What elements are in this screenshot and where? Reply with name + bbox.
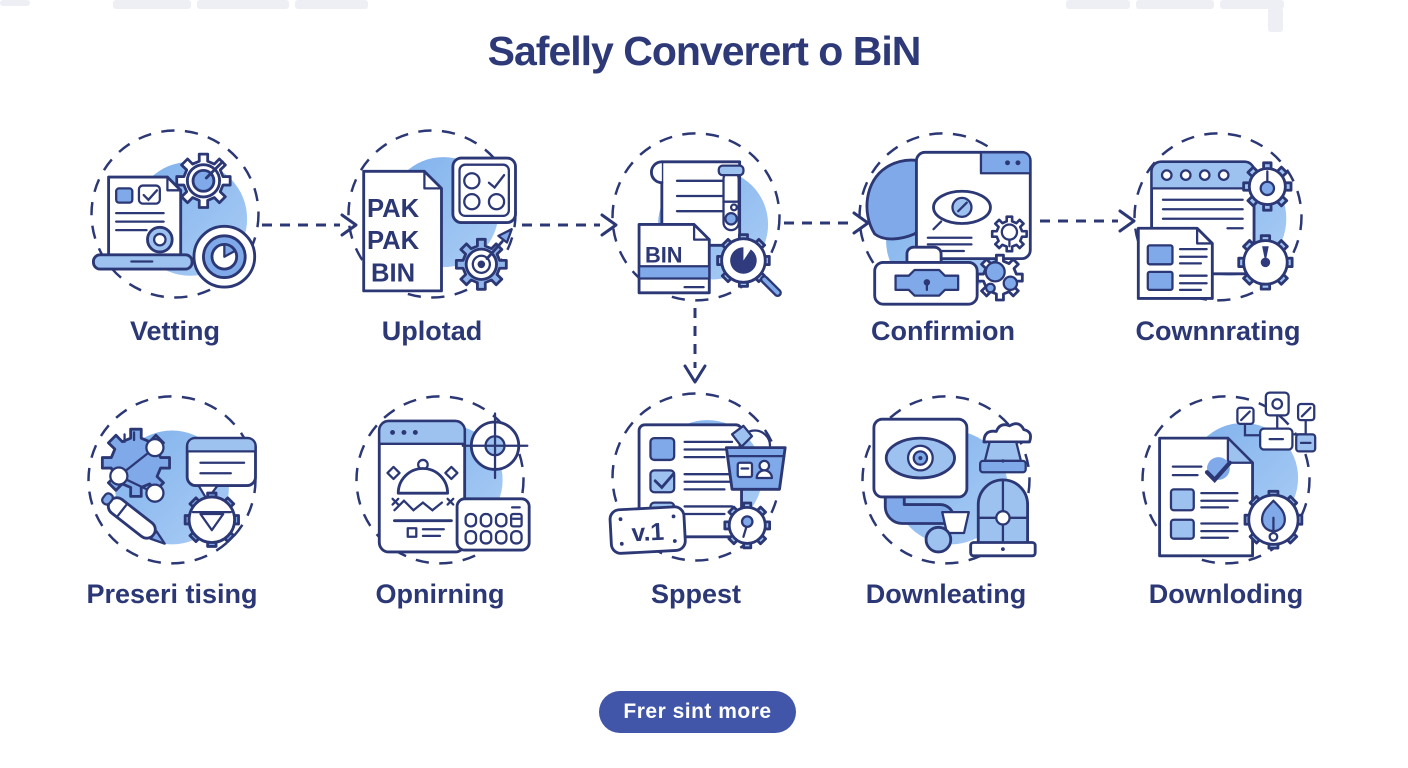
advertising-icon	[87, 395, 257, 565]
gear-gauge-icon	[1237, 234, 1293, 290]
cropped-text-remnant	[113, 0, 191, 9]
cropped-text-remnant	[1066, 0, 1130, 9]
step-label: Preseri tising	[86, 579, 258, 609]
phone-app-icon	[377, 419, 467, 554]
step-label: Vetting	[129, 316, 220, 346]
gauge-icon	[192, 224, 257, 289]
keypad-icon	[455, 497, 531, 552]
step-vetting: Vetting	[55, 122, 295, 345]
step-label: Opnirning	[375, 579, 505, 609]
test-tube-icon	[717, 164, 745, 232]
step-label: Sppest	[650, 579, 742, 609]
svg-text:v.1: v.1	[631, 519, 665, 548]
checklist-doc-icon	[1158, 436, 1254, 558]
step-downloading: Downloding	[1106, 385, 1346, 608]
arrow-right-icon	[784, 211, 870, 235]
gear-tool-icon	[455, 228, 513, 291]
page-title: Safelly Converert o BiN	[487, 28, 922, 74]
step-label: Confirmion	[871, 316, 1015, 346]
handset-icon	[979, 422, 1032, 474]
svg-text:PAK: PAK	[367, 195, 420, 223]
step-suggest: v.1 Sppest	[576, 385, 816, 608]
cropped-text-remnant	[1220, 0, 1284, 9]
step-label: Uplotad	[381, 316, 483, 346]
pen-icon	[101, 492, 166, 545]
upload-icon: PAK PAK BIN	[347, 129, 517, 299]
step-advertising: Preseri tising	[52, 385, 292, 608]
pak-bin-file-icon: PAK PAK BIN	[362, 169, 443, 293]
arrow-right-icon	[1040, 209, 1136, 233]
small-gear-icon	[991, 216, 1028, 252]
funnel-gear-icon	[184, 492, 240, 548]
find-out-more-button[interactable]: Frer sint more	[599, 691, 796, 733]
eye-monitor-icon	[872, 417, 970, 554]
svg-text:BIN: BIN	[371, 259, 415, 287]
step-label: Downleating	[865, 579, 1027, 609]
cropped-text-remnant	[197, 0, 289, 9]
speech-bubble-icon	[185, 436, 257, 501]
pen-nib-gear-icon	[1244, 490, 1303, 550]
share-gear-icon	[101, 428, 171, 503]
flowchart-icon	[1236, 391, 1317, 453]
step-label: Cownnrating	[1135, 316, 1301, 346]
step-confirmation: Confirmion	[823, 122, 1063, 345]
checklist-panel-icon	[451, 156, 517, 224]
gear-icon	[175, 153, 231, 209]
version-badge: v.1	[608, 505, 687, 555]
step-opening: Opnirning	[320, 385, 560, 608]
crosshair-icon	[461, 412, 529, 480]
downloading-icon	[1141, 391, 1317, 565]
arrow-down-icon	[683, 308, 707, 384]
step-upload: PAK PAK BIN Uplotad	[312, 122, 552, 345]
svg-text:BIN: BIN	[645, 242, 683, 267]
gear-timer-icon	[1242, 162, 1292, 211]
gauge-gear-icon	[724, 502, 771, 549]
cropped-text-remnant	[1136, 0, 1214, 9]
opening-icon	[355, 395, 531, 565]
basket-icon	[724, 424, 787, 491]
vetting-icon	[90, 129, 260, 299]
cropped-text-remnant	[295, 0, 368, 9]
arrow-right-icon	[522, 213, 618, 237]
toolbox-icon	[873, 245, 979, 306]
bin-file-icon: BIN	[637, 223, 711, 295]
step-label: Downloding	[1148, 579, 1304, 609]
gear-cells-icon	[976, 254, 1024, 301]
svg-text:PAK: PAK	[367, 227, 420, 255]
cropped-text-remnant	[1268, 8, 1283, 32]
rating-icon	[1133, 132, 1303, 302]
report-document-icon	[1136, 226, 1214, 300]
gear-pie-icon	[716, 233, 782, 298]
step-convert: BIN	[576, 122, 816, 317]
cropped-text-remnant	[0, 0, 30, 6]
arch-window-icon	[969, 478, 1037, 558]
step-rating: Cownnrating	[1098, 122, 1338, 345]
convert-icon: BIN	[611, 132, 782, 302]
confirmation-icon	[858, 132, 1032, 306]
laptop-document-icon	[91, 175, 194, 271]
monitoring-icon	[861, 395, 1037, 565]
arrow-right-icon	[262, 213, 358, 237]
step-monitoring: Downleating	[826, 385, 1066, 608]
suggest-icon: v.1	[608, 392, 787, 562]
